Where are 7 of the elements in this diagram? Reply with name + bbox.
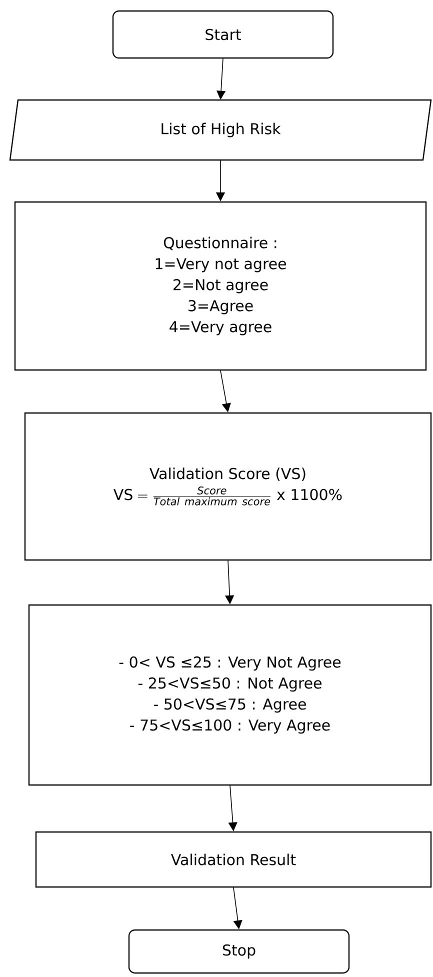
terminal-box: Stop <box>128 929 350 974</box>
terminal-box: Start <box>112 10 334 59</box>
process-box: Validation Score (VS) $\mathrm{VS} = \frac{\mathit{Score}}{\mathit{Total\ maximum\ score}}\ \text{x 1100\%}$ <box>24 412 432 561</box>
input-parallelogram: List of High Risk <box>9 99 432 161</box>
process-box: - 0< VS ≤25 : Very Not Agree - 25<VS≤50 : Not Agree - 50<VS≤75 : Agree - 75<VS≤100 : Very Agree <box>28 604 432 786</box>
process-box: Validation Result <box>35 831 432 888</box>
process-box: Questionnaire : 1=Very not agree 2=Not agree 3=Agree 4=Very agree <box>14 201 427 371</box>
